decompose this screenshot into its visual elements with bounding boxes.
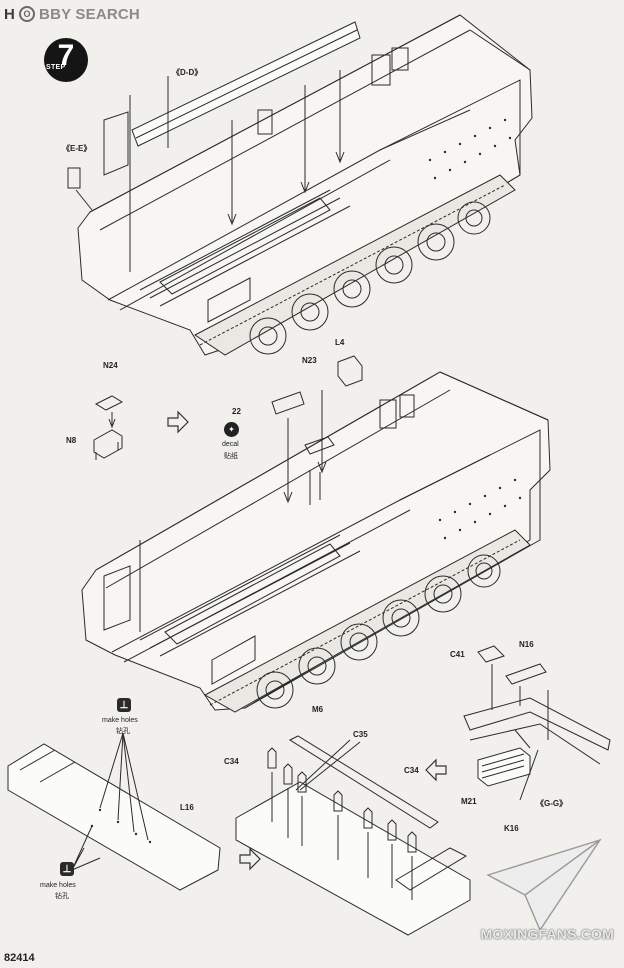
part-label-n23: N23: [302, 356, 317, 365]
step-number: 7: [57, 39, 75, 72]
step-number-badge: 7: [44, 38, 88, 82]
moxingfans-watermark: MOXINGFANS.COM: [480, 926, 614, 942]
drill-icon: ⊥: [60, 862, 74, 876]
assembly-arrows: [167, 410, 447, 871]
part-label-l4: L4: [335, 338, 345, 347]
part-label-k16: K16: [504, 824, 519, 833]
part-label-n24: N24: [103, 361, 118, 370]
part-label-n16: N16: [519, 640, 534, 649]
hobby-search-logo-text: BBY SEARCH: [39, 5, 140, 23]
hobby-search-logo-icon: O: [19, 6, 36, 22]
part-label-m21: M21: [461, 797, 477, 806]
page-number: 82414: [4, 952, 35, 964]
drill-icon: ⊥: [117, 698, 131, 712]
decal-label-cn: 贴纸: [224, 452, 238, 460]
make-holes-label-en-bottom: make holes: [40, 882, 76, 889]
floor-plate-m6: [235, 735, 471, 936]
callout-e-e: 《E-E》: [62, 144, 92, 153]
callout-d-d: 《D-D》: [172, 68, 203, 77]
paper-plane-icon: [486, 838, 602, 932]
floor-plate-l16: [7, 732, 221, 891]
n24-n8-parts: [93, 395, 124, 460]
middle-hull-drawing: [81, 355, 551, 713]
part-label-l16: L16: [180, 803, 194, 812]
part-label-m6: M6: [312, 705, 324, 714]
part-label-c34-left: C34: [224, 757, 239, 766]
upper-hull-drawing: [67, 14, 533, 356]
hobby-search-logo-h: H: [4, 5, 16, 23]
part-label-c34-right: C34: [404, 766, 419, 775]
make-holes-label-cn-bottom: 钻孔: [55, 892, 69, 900]
step-label: STEP: [46, 64, 66, 71]
make-holes-label-en-top: make holes: [102, 717, 138, 724]
callout-g-g: 《G-G》: [536, 799, 568, 808]
decal-label-en: decal: [222, 441, 239, 448]
part-label-22: 22: [232, 407, 241, 416]
part-label-c41: C41: [450, 650, 465, 659]
g-g-detail: [463, 645, 611, 801]
part-label-n8: N8: [66, 436, 77, 445]
part-label-c35: C35: [353, 730, 368, 739]
decal-icon: ✦: [224, 422, 239, 437]
make-holes-label-cn-top: 钻孔: [116, 727, 130, 735]
